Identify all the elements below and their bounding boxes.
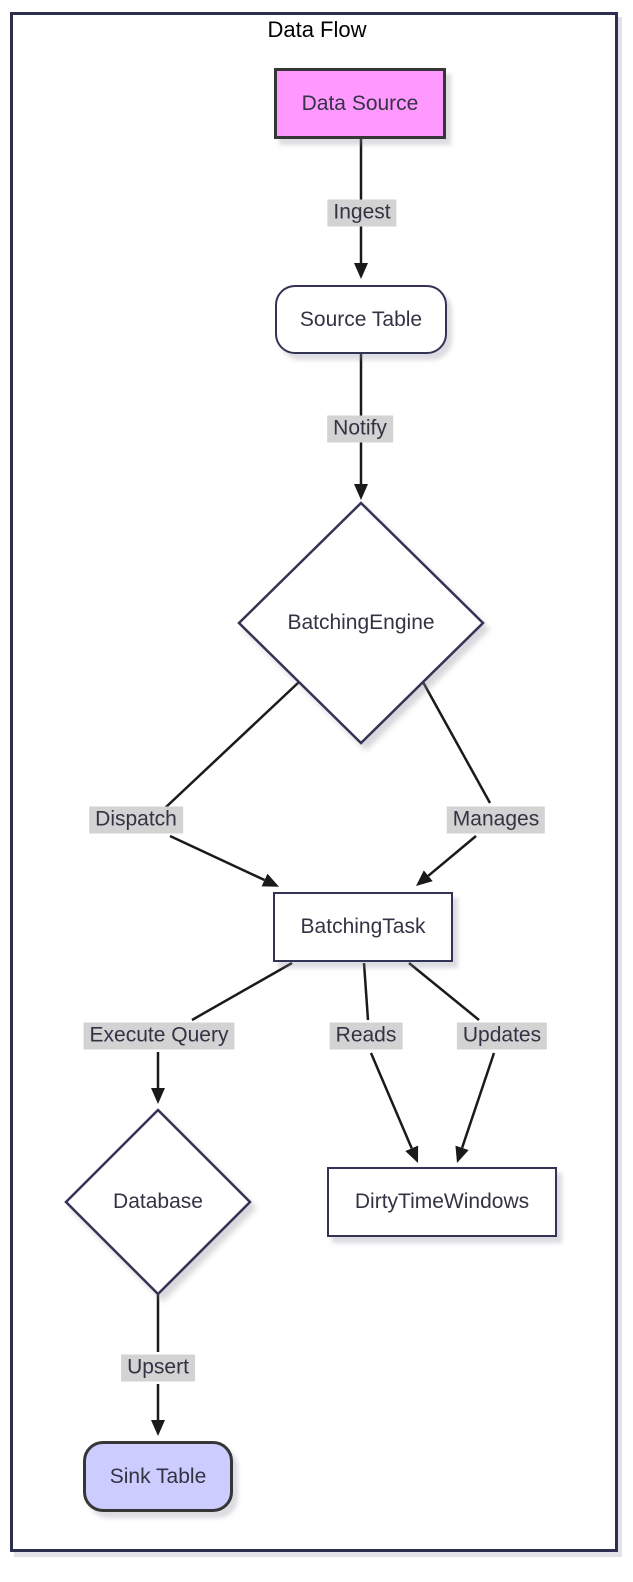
edge-reads-lower bbox=[369, 1052, 419, 1164]
edge-label-notify: Notify bbox=[327, 415, 393, 443]
node-database-label: Database bbox=[113, 1190, 203, 1213]
node-dirty-time-windows: DirtyTimeWindows bbox=[327, 1167, 557, 1237]
edge-dispatch-upper bbox=[164, 681, 300, 809]
edge-manages-lower bbox=[416, 835, 477, 887]
node-data-source: Data Source bbox=[274, 68, 446, 139]
edge-label-reads: Reads bbox=[329, 1022, 403, 1050]
edge-label-dispatch: Dispatch bbox=[89, 806, 183, 834]
node-source-table-label: Source Table bbox=[299, 307, 423, 331]
edge-updates-upper bbox=[408, 962, 480, 1021]
node-database-shape bbox=[64, 1108, 252, 1296]
node-sink-table-label: Sink Table bbox=[109, 1464, 207, 1488]
node-batching-task: BatchingTask bbox=[273, 892, 453, 962]
edge-label-updates: Updates bbox=[456, 1022, 548, 1050]
edge-manages-upper bbox=[421, 681, 492, 804]
edge-dispatch-lower bbox=[169, 834, 280, 887]
edge-label-manages: Manages bbox=[446, 806, 546, 834]
edge-reads-upper bbox=[362, 962, 370, 1021]
node-batching-engine-shape bbox=[237, 501, 485, 745]
node-sink-table: Sink Table bbox=[83, 1441, 233, 1512]
edge-updates-lower bbox=[455, 1052, 496, 1163]
edge-label-upsert: Upsert bbox=[121, 1354, 195, 1382]
diagram-frame bbox=[10, 12, 618, 1552]
edge-execute-query-upper bbox=[191, 961, 293, 1022]
node-data-source-label: Data Source bbox=[301, 91, 419, 115]
node-batching-engine-label: BatchingEngine bbox=[287, 611, 435, 634]
node-source-table: Source Table bbox=[275, 285, 447, 354]
node-batching-task-label: BatchingTask bbox=[300, 915, 426, 938]
edge-label-execute-query: Execute Query bbox=[83, 1022, 235, 1050]
edge-label-ingest: Ingest bbox=[327, 199, 397, 227]
node-dirty-time-windows-label: DirtyTimeWindows bbox=[354, 1190, 530, 1213]
diagram-title: Data Flow bbox=[267, 17, 367, 42]
